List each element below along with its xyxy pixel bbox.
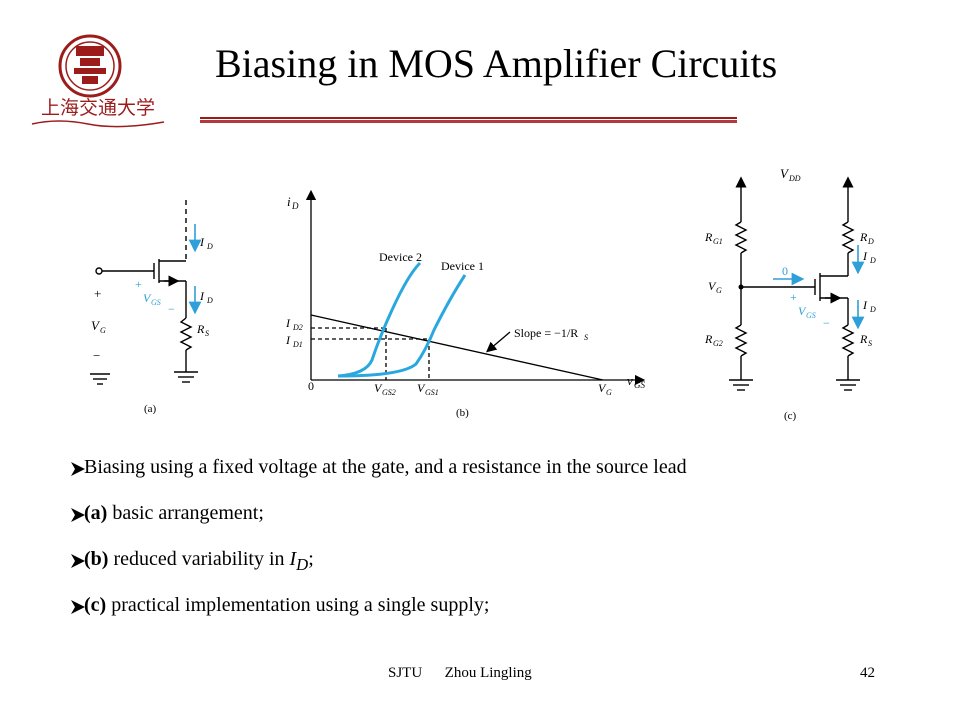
c-vg-label: V	[708, 279, 717, 293]
a-rs-sub: S	[205, 329, 209, 338]
circuit-a	[90, 200, 198, 385]
c-rg1-sub: G1	[713, 237, 723, 246]
c-rs-sub: S	[868, 339, 872, 348]
b-vgs2-label: V	[374, 381, 383, 395]
b-device2-label: Device 2	[379, 250, 422, 264]
a-plus-g: +	[94, 286, 101, 301]
c-zero-label: 0	[782, 264, 788, 278]
bullet-label: (b)	[84, 548, 109, 570]
a-vg-sub: G	[100, 326, 106, 335]
arrow-bullet-icon	[71, 554, 85, 568]
bullet-item: (c) practical implementation using a sin…	[68, 594, 928, 640]
logo-text: 上海交通大学	[41, 97, 155, 119]
b-yaxis-sub: D	[291, 201, 299, 211]
c-id2-label: I	[862, 298, 868, 312]
c-rd-label: R	[859, 230, 868, 244]
bullet-item: (a) basic arrangement;	[68, 502, 928, 548]
b-vg-sub: G	[606, 388, 612, 397]
a-id-bot-sub: D	[206, 296, 213, 305]
c-vdd-label: V	[780, 166, 790, 181]
a-vgs-sub: GS	[151, 298, 161, 307]
b-vg-label: V	[598, 381, 607, 395]
a-id-top-label: I	[199, 235, 205, 249]
a-rs-label: R	[196, 322, 205, 336]
bullet-text: practical implementation using a single …	[106, 594, 490, 616]
bullet-text: Biasing using a fixed voltage at the gat…	[84, 456, 687, 478]
c-rs-label: R	[859, 332, 868, 346]
a-caption: (a)	[144, 403, 157, 415]
arrow-bullet-icon	[71, 600, 85, 614]
b-origin-label: 0	[308, 379, 314, 393]
b-slope-sub: S	[584, 333, 588, 342]
device2-curve	[337, 261, 422, 378]
slide-title: Biasing in MOS Amplifier Circuits	[215, 41, 778, 86]
b-xaxis-sub: GS	[634, 380, 645, 390]
page-number: 42	[860, 665, 875, 681]
plot-b	[305, 189, 646, 386]
b-vgs1-sub: GS1	[425, 388, 439, 397]
circuit-c	[729, 176, 860, 391]
circuit-figure: I D I D + − V GS R S + − V G (a) i D v G…	[90, 166, 876, 422]
bullet-list: Biasing using a fixed voltage at the gat…	[68, 456, 928, 640]
c-rg2-label: R	[704, 332, 713, 346]
c-vg-sub: G	[716, 286, 722, 295]
c-id2-sub: D	[869, 305, 876, 314]
b-slope-label: Slope = −1/R	[514, 326, 578, 340]
bullet-italic: I	[289, 548, 297, 570]
b-id2-label: I	[285, 316, 291, 330]
arrow-bullet-icon	[71, 508, 85, 522]
bullet-suffix: ;	[308, 548, 314, 570]
bullet-label: (c)	[84, 594, 107, 616]
c-rg1-label: R	[704, 230, 713, 244]
a-minus-gs: −	[168, 302, 175, 316]
b-yaxis-label: i	[287, 194, 291, 209]
a-vg-label: V	[91, 318, 101, 333]
b-vgs1-label: V	[417, 381, 426, 395]
c-id1-sub: D	[869, 256, 876, 265]
bullet-text: reduced variability in	[108, 548, 290, 570]
b-device1-label: Device 1	[441, 259, 484, 273]
b-id1-label: I	[285, 333, 291, 347]
c-plus-label: +	[790, 290, 797, 304]
a-vgs-label: V	[143, 291, 152, 305]
c-rd-sub: D	[867, 237, 874, 246]
arrow-bullet-icon	[71, 462, 85, 476]
b-id1-sub: D1	[292, 340, 303, 349]
title-underline	[200, 117, 737, 123]
b-xaxis-label: v	[627, 373, 633, 388]
c-vgs-label: V	[798, 304, 807, 318]
c-minus-label: −	[823, 316, 830, 330]
b-vgs2-sub: GS2	[382, 388, 396, 397]
footer-author: SJTU Zhou Lingling	[388, 665, 532, 681]
a-minus-g: −	[93, 348, 100, 363]
a-id-top-sub: D	[206, 242, 213, 251]
bullet-text: basic arrangement;	[107, 502, 264, 524]
bullet-label: (a)	[84, 502, 108, 524]
c-gate-node	[738, 284, 744, 290]
c-rg2-sub: G2	[713, 339, 723, 348]
a-id-bot-label: I	[199, 289, 205, 303]
bullet-subscript: D	[296, 555, 309, 574]
c-vgs-sub: GS	[806, 311, 816, 320]
device1-curve	[337, 274, 467, 378]
c-caption: (c)	[784, 410, 797, 422]
c-vdd-sub: DD	[788, 174, 801, 183]
a-plus-gs: +	[135, 277, 142, 291]
bullet-item: (b) reduced variability in ID;	[68, 548, 928, 594]
university-logo: 上海交通大学	[31, 34, 165, 128]
bullet-item: Biasing using a fixed voltage at the gat…	[68, 456, 928, 502]
c-id1-label: I	[862, 249, 868, 263]
b-id2-sub: D2	[292, 323, 303, 332]
b-caption: (b)	[456, 407, 469, 419]
